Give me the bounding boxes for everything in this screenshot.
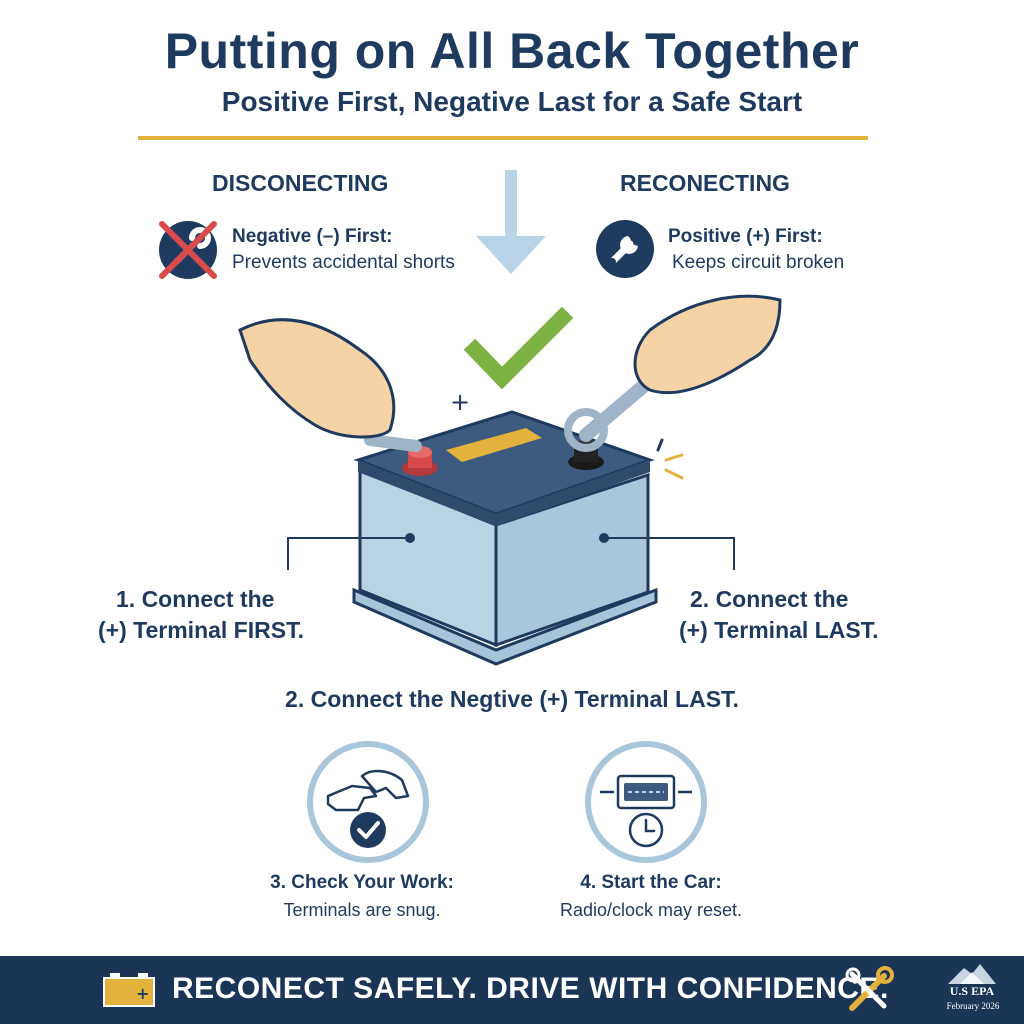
right-tip-text: Keeps circuit broken — [672, 252, 845, 273]
step1-line2: (+) Terminal FIRST. — [98, 617, 304, 643]
no-wrench-icon — [159, 221, 217, 279]
right-tip-title: Positive (+) First: — [668, 226, 823, 247]
page-title: Putting on All Back Together — [164, 23, 860, 79]
plus-sign: + — [450, 388, 470, 416]
left-tip-title: Negative (–) First: — [232, 226, 393, 247]
footer-banner — [0, 956, 1024, 1024]
middle-caption: 2. Connect the Negtive (+) Terminal LAST… — [285, 686, 739, 712]
check-work-title: 3. Check Your Work: — [270, 872, 454, 893]
battery-illustration: + — [238, 294, 782, 666]
step1-line1: 1. Connect the — [116, 586, 275, 612]
check-work-body: Terminals are snug. — [283, 900, 441, 920]
page-subtitle: Positive First, Negative Last for a Safe… — [221, 86, 803, 117]
positive-terminal — [402, 446, 438, 476]
epa-logo — [948, 964, 996, 984]
epa-date: February 2026 — [946, 1001, 1000, 1011]
right-hand-icon — [564, 294, 782, 452]
tools-icon — [845, 966, 894, 1011]
reconnecting-heading: RECONECTING — [620, 170, 790, 196]
start-car-body: Radio/clock may reset. — [559, 900, 743, 920]
left-tip-text: Prevents accidental shorts — [232, 252, 455, 273]
disconnecting-heading: DISCONECTING — [212, 170, 389, 196]
radio-clock-icon — [585, 741, 707, 863]
epa-logo-text: U.S EPA — [949, 984, 995, 998]
divider — [138, 136, 868, 140]
step2-line2: (+) Terminal LAST. — [679, 617, 879, 643]
left-hand-icon — [238, 318, 422, 452]
start-car-title: 4. Start the Car: — [580, 872, 722, 893]
checkmark-icon — [463, 306, 574, 390]
step2-line1: 2. Connect the — [690, 586, 849, 612]
svg-text:+: + — [136, 984, 149, 1003]
spark-icon — [656, 438, 684, 480]
wrench-icon — [596, 220, 654, 278]
footer-slogan: RECONECT SAFELY. DRIVE WITH CONFIDENCE. — [172, 972, 889, 1005]
arrow-down-icon — [476, 170, 546, 274]
hands-tightening-icon — [307, 741, 429, 863]
battery-icon: + — [103, 973, 155, 1007]
